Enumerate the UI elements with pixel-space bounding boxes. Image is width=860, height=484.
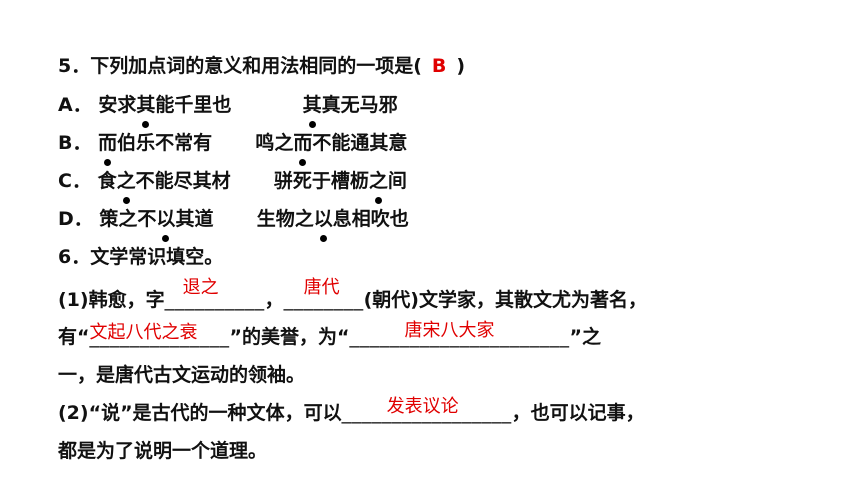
q6-text: ”之 — [569, 326, 601, 348]
dotted-char: 之 — [368, 170, 388, 192]
emphasis-dot — [162, 235, 170, 242]
dotted-char: 其 — [302, 94, 322, 116]
dotted-word: 其 — [302, 91, 322, 128]
dotted-word: 之 — [116, 167, 136, 204]
option-text: 骈死于槽枥 — [273, 170, 369, 192]
q6-text: (朝代)文学家，其散文尤为著名， — [363, 289, 647, 311]
dotted-word: 其 — [136, 91, 156, 128]
answer-function: 发表议论 — [386, 396, 459, 417]
q6-line-5: 都是为了说明一个道理。 — [58, 440, 268, 462]
option-text: 伯乐不常有 — [117, 132, 213, 154]
option-text: 鸣之 — [255, 132, 294, 154]
dotted-char: 其 — [136, 94, 156, 116]
q6-text: ”的美誉，为“ — [229, 326, 350, 348]
emphasis-dot — [104, 159, 112, 166]
answer-dynasty: 唐代 — [303, 277, 340, 298]
q5-option-d: D． 策之不以其道 生物之以息相吹也 — [58, 205, 409, 242]
blank-function: _________________发表议论 — [342, 396, 512, 427]
option-text: 真无马邪 — [321, 94, 398, 116]
q6-title: 6．文学常识填空。 — [58, 246, 224, 268]
q5-stem: 5．下列加点词的意义和用法相同的一项是( — [58, 55, 422, 77]
q5-close: ) — [456, 55, 466, 77]
option-text: 生物之 — [256, 208, 314, 230]
option-text: 间 — [387, 170, 407, 192]
dotted-char: 而 — [293, 132, 313, 154]
dotted-word: 以 — [156, 205, 176, 242]
q6-line-4: (2)“说”是古代的一种文体，可以_________________发表议论，也… — [58, 396, 645, 427]
option-text: 不能尽其材 — [135, 170, 231, 192]
emphasis-dot — [319, 235, 327, 242]
option-label: D． — [58, 208, 93, 230]
option-text: 食 — [97, 170, 117, 192]
option-text: 不能通其意 — [312, 132, 408, 154]
q6-line-3: 一，是唐代古文运动的领袖。 — [58, 364, 306, 386]
emphasis-dot — [299, 159, 307, 166]
option-label: B． — [58, 132, 92, 154]
dotted-char: 以 — [156, 208, 176, 230]
q5-option-a: A． 安求其能千里也 其真无马邪 — [58, 91, 398, 128]
q6-line-2: 有“______________文起八代之衰”的美誉，为“___________… — [58, 320, 601, 351]
emphasis-dot — [374, 197, 382, 204]
emphasis-dot — [142, 121, 150, 128]
dotted-char: 之 — [116, 170, 136, 192]
q6-text: ， — [264, 289, 284, 311]
q6-line-1: (1)韩愈，字__________退之，________唐代(朝代)文学家，其散… — [58, 277, 647, 314]
answer-group: 唐宋八大家 — [404, 320, 495, 341]
q5-option-b: B． 而伯乐不常有 鸣之而不能通其意 — [58, 129, 408, 166]
dotted-word: 而 — [98, 129, 118, 166]
option-text: 策之不 — [99, 208, 157, 230]
option-text: 安求 — [98, 94, 137, 116]
option-text: 其道 — [175, 208, 214, 230]
dotted-char: 而 — [98, 132, 118, 154]
q6-text: ，也可以记事， — [511, 402, 645, 424]
option-text: 息相吹也 — [332, 208, 409, 230]
answer-courtesy-name: 退之 — [182, 277, 219, 298]
q6-text: 有“ — [58, 326, 90, 348]
answer-praise: 文起八代之衰 — [89, 322, 198, 343]
q6-text: (1)韩愈，字 — [58, 289, 165, 311]
option-label: C． — [58, 170, 91, 192]
dotted-word: 之 — [368, 167, 388, 204]
option-label: A． — [58, 94, 92, 116]
q5-answer: B — [431, 55, 447, 77]
q6-text: (2)“说”是古代的一种文体，可以 — [58, 402, 342, 424]
dotted-char: 以 — [313, 208, 333, 230]
dotted-word: 而 — [293, 129, 313, 166]
q5-stem-line: 5．下列加点词的意义和用法相同的一项是( B) — [58, 52, 465, 80]
blank-courtesy-name: __________退之 — [165, 277, 265, 314]
blank-praise: ______________文起八代之衰 — [90, 322, 230, 351]
dotted-word: 以 — [313, 205, 333, 242]
emphasis-dot — [122, 197, 130, 204]
blank-dynasty: ________唐代 — [284, 277, 364, 314]
option-text: 能千里也 — [155, 94, 232, 116]
emphasis-dot — [308, 121, 316, 128]
blank-group: ______________________唐宋八大家 — [349, 320, 569, 351]
q5-option-c: C． 食之不能尽其材 骈死于槽枥之间 — [58, 167, 407, 204]
